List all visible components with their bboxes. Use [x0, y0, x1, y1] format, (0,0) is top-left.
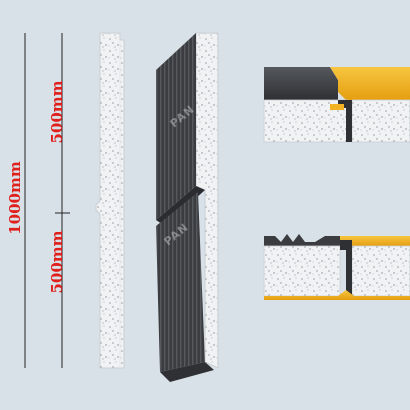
- joint-detail-top: [263, 67, 410, 143]
- total-length-label: 1000mm: [6, 161, 24, 235]
- joint-detail-bottom: [263, 234, 410, 300]
- panel-perspective-view: PAN PAN: [156, 32, 219, 382]
- lower-length-label: 500mm: [48, 230, 66, 293]
- upper-length-label: 500mm: [48, 80, 66, 143]
- panel-edge-profile: [95, 32, 125, 369]
- dimension-lines: [24, 33, 70, 368]
